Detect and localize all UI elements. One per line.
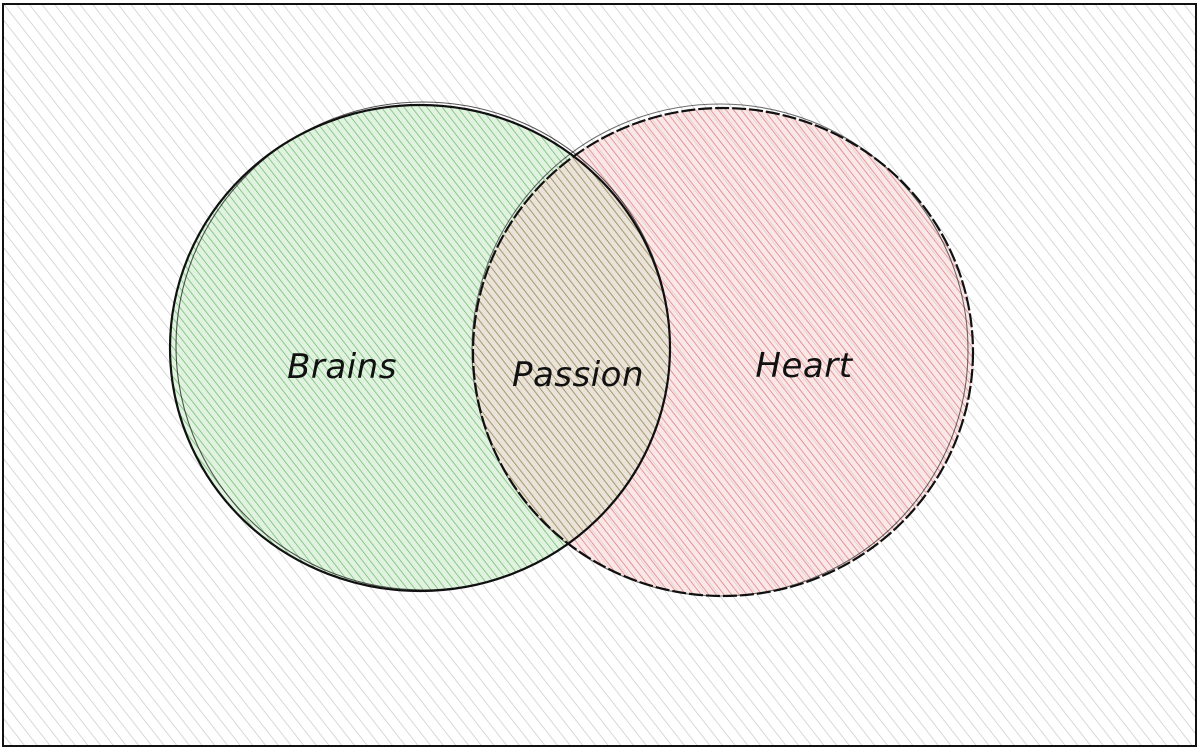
frame-border	[2, 3, 1197, 747]
passion-label: Passion	[512, 355, 644, 395]
brains-circle-outline-sketch	[175, 101, 671, 591]
intersection-region	[473, 108, 670, 591]
heart-label: Heart	[755, 346, 853, 386]
heart-circle-outline-sketch	[471, 103, 969, 597]
brains-label: Brains	[287, 347, 397, 387]
